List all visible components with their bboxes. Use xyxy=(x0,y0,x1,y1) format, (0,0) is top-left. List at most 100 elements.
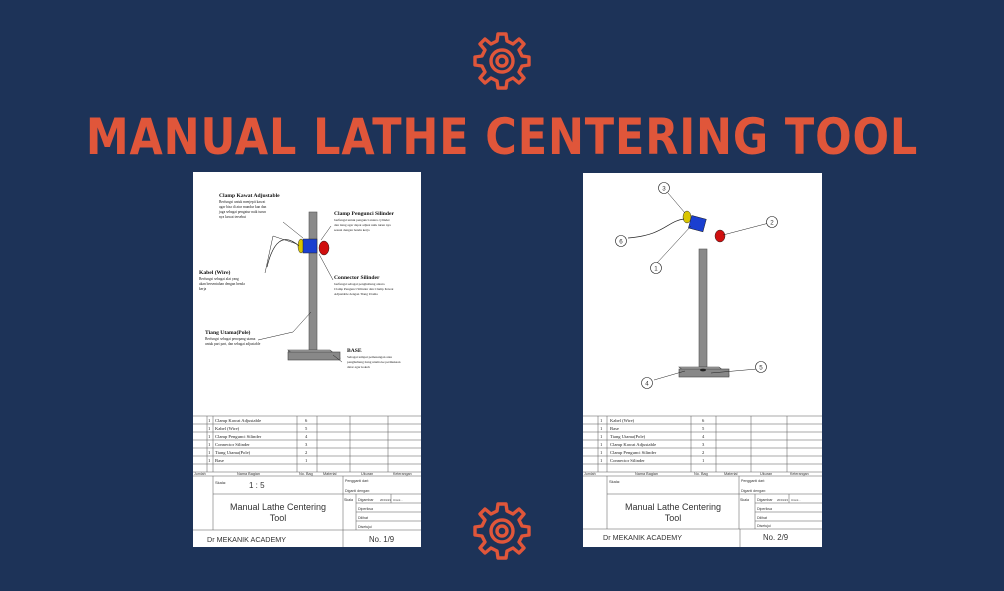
bom-part-name: Kabel (Wire) xyxy=(610,418,635,423)
bom-part-number: 6 xyxy=(702,418,705,423)
bom-qty: 1 xyxy=(600,458,603,463)
bom-part-number: 6 xyxy=(305,418,308,423)
callout-desc: berfungsi sebagai penghubung antara xyxy=(334,282,385,286)
balloon: 5 xyxy=(755,361,767,373)
bom-part-name: Tiang Utama(Pole) xyxy=(610,434,646,439)
balloon: 6 xyxy=(615,235,627,247)
bom-qty: 1 xyxy=(600,442,603,447)
header-keterangan: Keterangan xyxy=(790,472,809,476)
approval-name: Ummi... xyxy=(791,498,801,502)
approval-disetujui: Disetujui xyxy=(358,525,372,529)
callout-title: Kabel (Wire) xyxy=(199,269,230,276)
bom-part-number: 3 xyxy=(702,442,705,447)
bom-part-number: 1 xyxy=(305,458,308,463)
callout-title: Clamp Kawat Adjustable xyxy=(219,193,280,199)
bom-qty: 1 xyxy=(600,450,603,455)
bom-qty: 1 xyxy=(208,450,211,455)
bom-part-number: 5 xyxy=(305,426,308,431)
callout-desc: Sebagai tempat pemasangan atau xyxy=(347,355,392,359)
bom-qty: 1 xyxy=(208,426,211,431)
bom-part-name: Clamp Kawat Adjustable xyxy=(215,418,261,423)
approval-digambar: Digambar xyxy=(358,498,374,502)
header-jumlah: Jumlah xyxy=(584,472,596,476)
skala-label: Skala: xyxy=(609,479,620,484)
drawing-title: Tool xyxy=(665,513,682,523)
skala-value: 1 : 5 xyxy=(249,481,265,490)
header-material: Material xyxy=(724,472,738,476)
header-nama: Nama Bagian xyxy=(237,472,260,476)
callout-desc: Berfungsi untuk menjepit kawat xyxy=(219,200,265,204)
approval-pengganti: Pengganti dari: xyxy=(345,479,369,483)
balloon: 1 xyxy=(650,262,662,274)
callout-desc: sesuai dengan benda kerja xyxy=(334,228,370,232)
gear-icon xyxy=(473,32,531,90)
bom-qty: 1 xyxy=(600,434,603,439)
header-nobag: No. Bag xyxy=(694,472,708,476)
drawing-title: Manual Lathe Centering xyxy=(625,502,721,512)
callout-desc: nya kawat tersebut xyxy=(219,215,246,219)
approval-dilihat: Dilihat xyxy=(757,516,767,520)
bom-part-number: 2 xyxy=(702,450,705,455)
balloon-number: 3 xyxy=(662,185,666,192)
callout-title: Tiang Utama(Pole) xyxy=(205,329,251,336)
bom-part-name: Connector Silinder xyxy=(610,458,645,463)
header-ukuran: Ukuran xyxy=(760,472,772,476)
bom-qty: 1 xyxy=(208,442,211,447)
footer-right: No. 2/9 xyxy=(763,533,788,542)
assembly-drawing-1: Clamp Kawat Adjustable Berfungsi untuk m… xyxy=(193,193,421,547)
balloon-number: 5 xyxy=(759,364,763,371)
callout-desc: datar agar kokoh xyxy=(347,365,370,369)
approval-date: 20/01/23 xyxy=(380,498,391,502)
approval-date: 20/01/23 xyxy=(777,498,788,502)
balloon: 3 xyxy=(658,182,670,194)
approval-name: Ummi... xyxy=(393,498,403,502)
drawing-sheet-2: 3 2 6 1 4 5 xyxy=(583,173,822,547)
assembly-drawing-2: 3 2 6 1 4 5 xyxy=(583,182,822,547)
footer-left: Dr MEKANIK ACADEMY xyxy=(207,535,286,544)
skala-label: Skala: xyxy=(215,480,226,485)
header-jumlah: Jumlah xyxy=(194,472,206,476)
bom-part-number: 4 xyxy=(305,434,308,439)
callout-desc: Adjustable dengan Tiang Utama xyxy=(334,292,378,296)
balloon-number: 1 xyxy=(654,265,658,272)
bom-part-number: 3 xyxy=(305,442,308,447)
bom-qty: 1 xyxy=(600,426,603,431)
bom-part-number: 4 xyxy=(702,434,705,439)
gear-icon xyxy=(473,502,531,560)
callout-desc: agar bisa di atur mundur kan dan xyxy=(219,205,267,209)
drawing-title: Tool xyxy=(270,513,287,523)
approval-dilihat: Dilihat xyxy=(358,516,368,520)
footer-left: Dr MEKANIK ACADEMY xyxy=(603,533,682,542)
header-nama: Nama Bagian xyxy=(635,472,658,476)
balloon: 2 xyxy=(766,216,778,228)
approval-diganti: Diganti dengan: xyxy=(345,489,370,493)
bom-qty: 1 xyxy=(208,434,211,439)
callout-desc: untuk part part, dan sebagai adjustable xyxy=(205,342,261,347)
balloon: 4 xyxy=(641,377,653,389)
drawing-sheet-1: Clamp Kawat Adjustable Berfungsi untuk m… xyxy=(193,172,421,547)
header-nobag: No. Bag xyxy=(299,472,313,476)
bom-part-number: 2 xyxy=(305,450,308,455)
page-title: MANUAL LATHE CENTERING TOOL xyxy=(85,108,919,166)
callout-desc: Berfungsi sebagai penopang utama xyxy=(205,337,256,341)
approval-diperiksa: Diperiksa xyxy=(358,507,373,511)
drawing-title: Manual Lathe Centering xyxy=(230,502,326,512)
header-ukuran: Ukuran xyxy=(361,472,373,476)
approval-skala: Skala xyxy=(740,498,749,502)
bom-qty: 1 xyxy=(208,458,211,463)
bom-part-number: 1 xyxy=(702,458,705,463)
bom-part-name: Base xyxy=(610,426,619,431)
bom-part-name: Clamp Pengunci Silinder xyxy=(215,434,262,439)
callout-desc: Clamp Pengunci Silinder dan Clamp Kawat xyxy=(334,287,393,291)
callout-desc: kerja xyxy=(199,287,207,291)
bom-part-name: Clamp Kawat Adjustable xyxy=(610,442,656,447)
bom-part-name: Clamp Pengunci Silinder xyxy=(610,450,657,455)
approval-disetujui: Disetujui xyxy=(757,524,771,528)
callout-desc: dan tiang agar dapat adjust naik turun n… xyxy=(334,223,391,227)
balloon-number: 4 xyxy=(645,380,649,387)
callout-desc: berfungsi untuk pengunci antara cylinder xyxy=(334,218,391,222)
approval-pengganti: Pengganti dari: xyxy=(741,479,765,483)
header-keterangan: Keterangan xyxy=(393,472,412,476)
callout-desc: juga sebagai pengatur naik turun xyxy=(218,210,266,214)
footer-right: No. 1/9 xyxy=(369,535,394,544)
